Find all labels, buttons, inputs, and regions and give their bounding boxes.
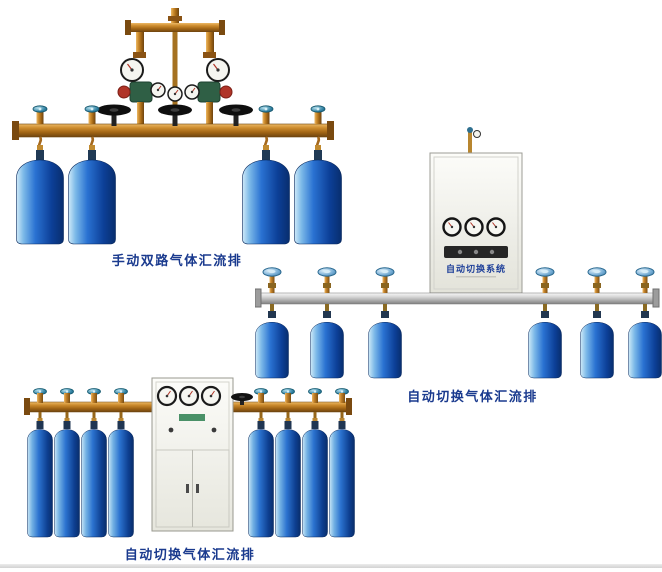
indicator-light [473, 249, 479, 255]
manual-dual-manifold-section: 手动双路气体汇流排 [10, 8, 344, 269]
header-end-cap [219, 20, 225, 35]
cabinet-panel-line [433, 156, 519, 290]
auto-switch-manifold-bottom-photo [24, 377, 355, 538]
manifold-end-cap [346, 398, 352, 415]
cabinet-label: 自动切换系统 [446, 263, 506, 275]
manifold-rail [256, 292, 658, 305]
control-knob [211, 427, 217, 433]
auto-switch-manifold-right-section: 自动切换系统 自动切换气体汇流排 [255, 125, 662, 405]
station-6 [628, 267, 662, 379]
center-line-pipe [172, 32, 178, 112]
rail-end-cap [255, 288, 262, 308]
station-4 [528, 267, 562, 379]
station-2 [310, 267, 344, 379]
pressure-regulator-right [184, 58, 233, 124]
caption-manual-dual: 手动双路气体汇流排 [111, 254, 243, 269]
regulator-outlet-pipe [137, 102, 144, 124]
door-handle [196, 484, 199, 493]
regulator-outlet-pipe [206, 102, 213, 124]
manual-dual-manifold-photo [12, 8, 343, 246]
control-knob [168, 427, 174, 433]
header-end-cap [125, 20, 131, 35]
drop-pipe [206, 32, 214, 54]
page-bottom-edge [0, 564, 662, 568]
caption-auto-switch-bottom: 自动切换气体汇流排 [124, 548, 256, 563]
cabinet-top-gauge [473, 130, 481, 138]
indicator-light [489, 249, 495, 255]
cabinet-label-plate [179, 414, 205, 421]
control-cabinet [151, 377, 234, 532]
station-5 [580, 267, 614, 379]
elbow-fitting [203, 52, 216, 58]
regulator-knob-red [117, 85, 131, 99]
door-handle [186, 484, 189, 493]
manifold-end-cap [12, 121, 19, 140]
auto-switch-manifold-right-photo: 自动切换系统 [255, 127, 662, 379]
manifold-end-cap [327, 121, 334, 140]
drop-pipe [136, 32, 144, 54]
rail-end-cap [652, 288, 660, 308]
pipe-union [168, 16, 182, 21]
header-pipe [130, 23, 220, 32]
cabinet-top-valve [467, 127, 473, 133]
line-valve-handwheel [231, 393, 253, 405]
caption-auto-switch-right: 自动切换气体汇流排 [407, 390, 538, 405]
control-cabinet: 自动切换系统 [429, 127, 523, 294]
regulator-body [129, 81, 153, 103]
cabinet-top-pipe [468, 131, 472, 155]
auto-switch-manifold-bottom-section: 自动切换气体汇流排 [15, 372, 365, 563]
elbow-fitting [133, 52, 146, 58]
manifold-end-cap [24, 398, 30, 415]
pressure-regulator-left [117, 58, 166, 124]
regulator-knob-red [219, 85, 233, 99]
station-1 [255, 267, 289, 379]
indicator-light [457, 249, 463, 255]
regulator-body [197, 81, 221, 103]
cabinet-sub-line [456, 276, 496, 278]
station-3 [368, 267, 402, 379]
